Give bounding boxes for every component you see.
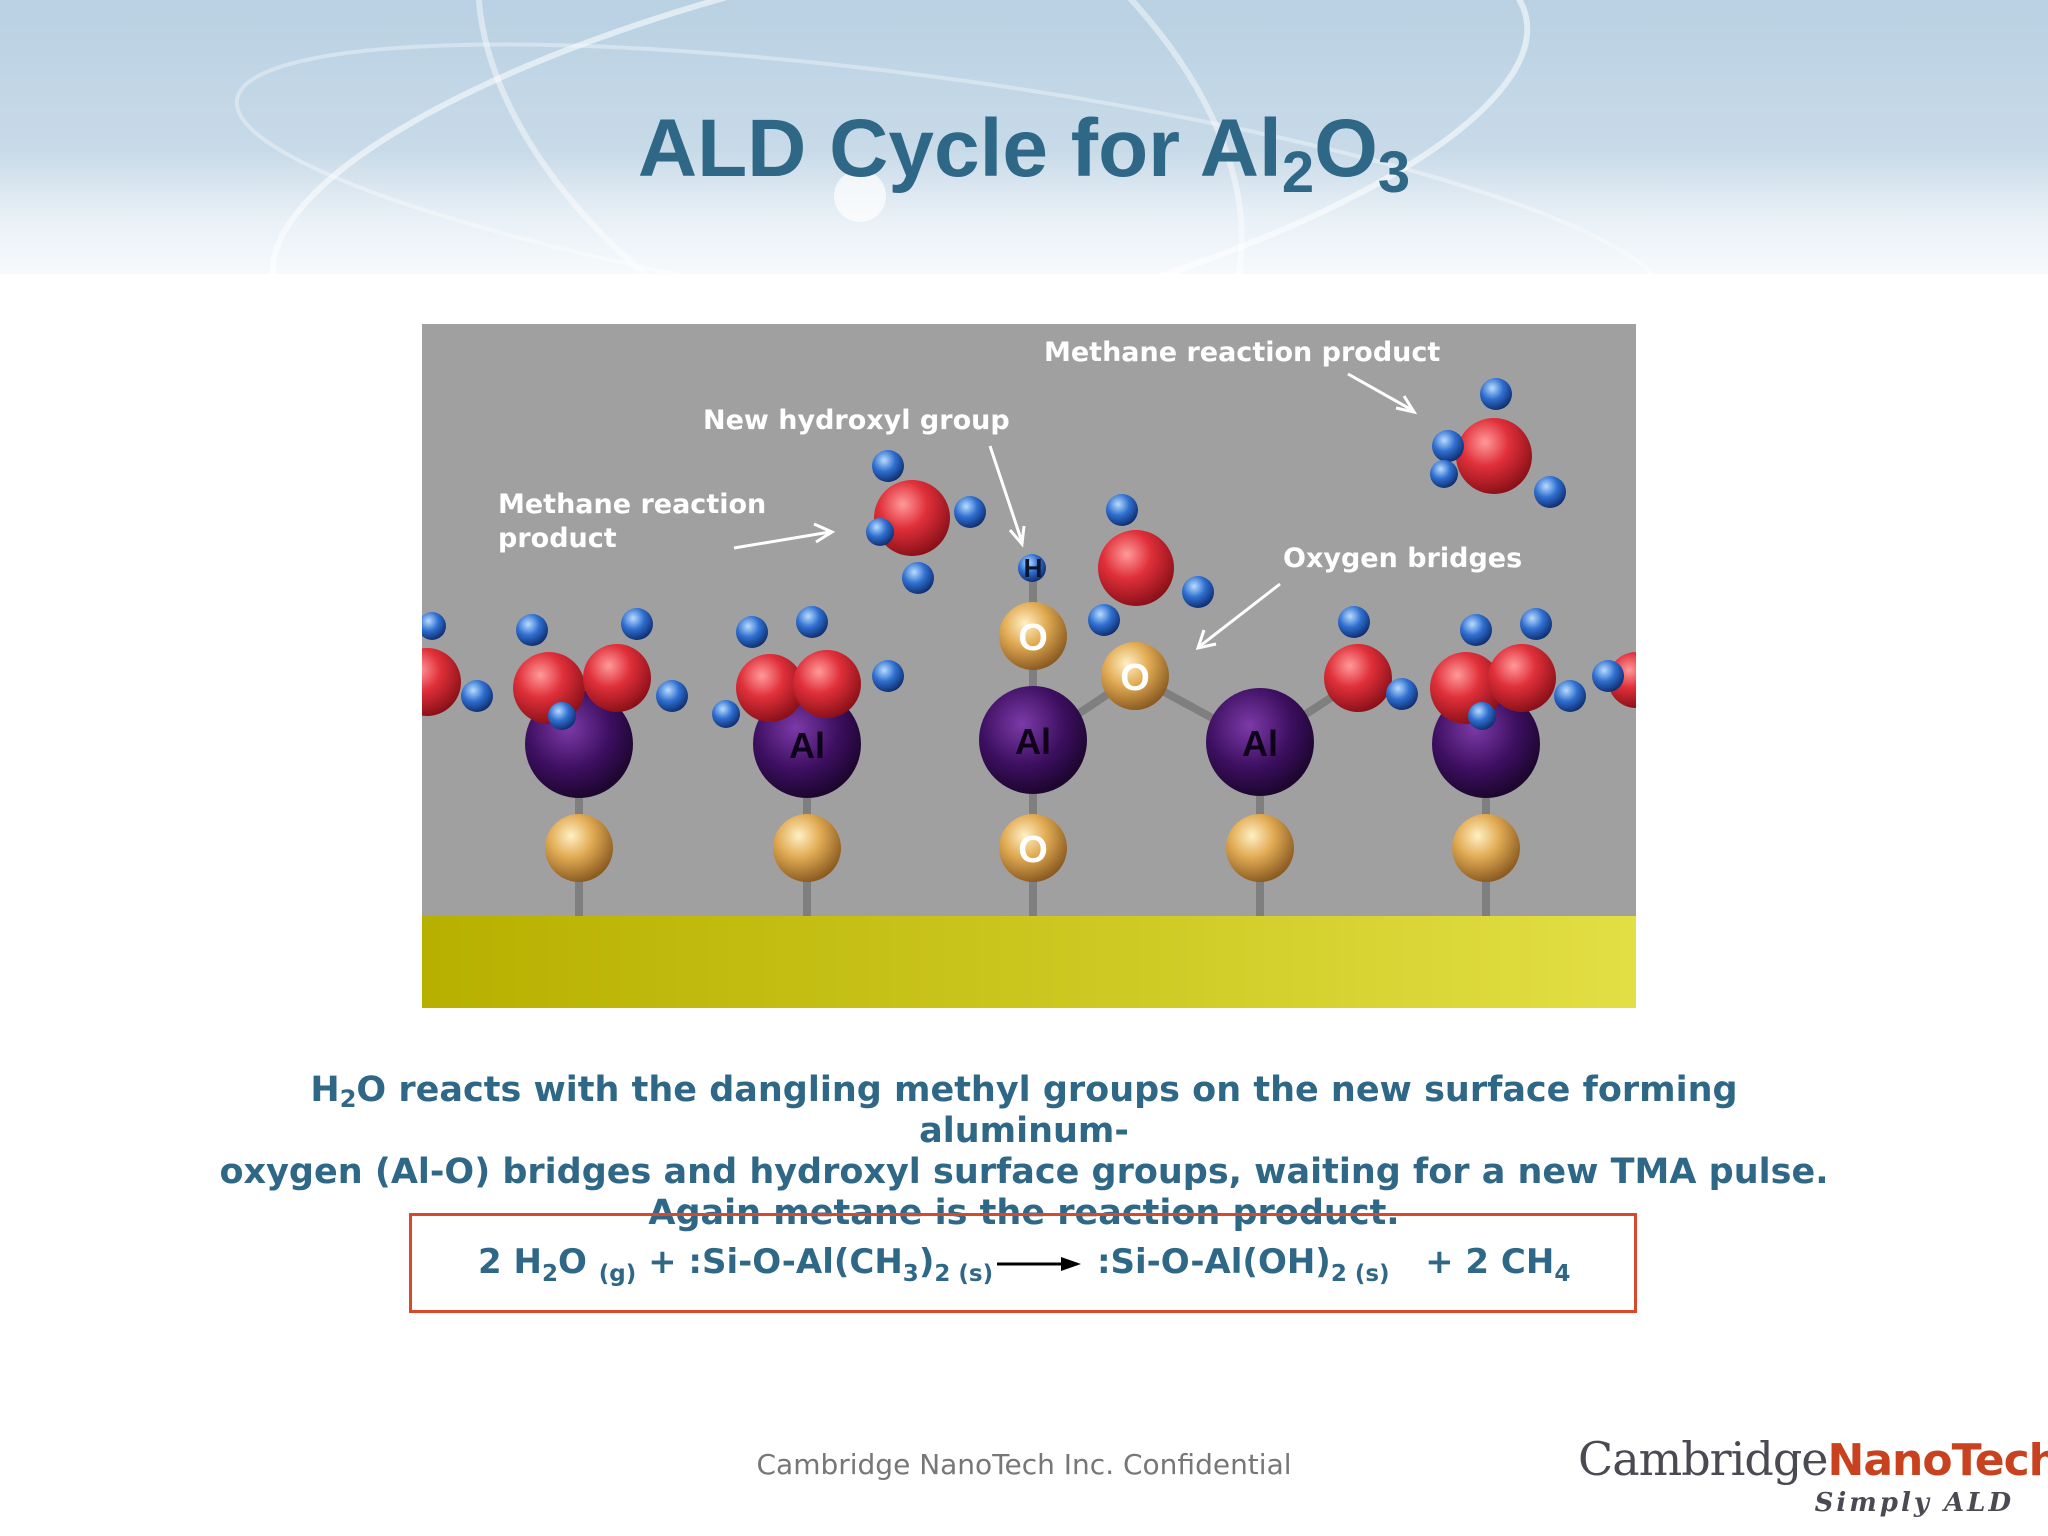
- reaction-arrow-icon: [997, 1256, 1082, 1271]
- oxygen-atoms: [545, 602, 1520, 882]
- hydrogen-atoms: [422, 378, 1624, 730]
- description-line-1: H2O reacts with the dangling methyl grou…: [310, 1070, 1738, 1151]
- reaction-equation-box: 2 H2O (g) + :Si-O-Al(CH3)2 (s) :Si-O-Al(…: [409, 1213, 1637, 1313]
- label-methane-top: Methane reaction product: [1044, 337, 1441, 368]
- atom-label-o-hydroxyl: O: [1018, 617, 1048, 659]
- atom-label-h: H: [1023, 553, 1043, 583]
- label-new-hydroxyl: New hydroxyl group: [703, 405, 1010, 436]
- description-text: H2O reacts with the dangling methyl grou…: [200, 1070, 1848, 1234]
- label-methane-left-line1: Methane reaction: [498, 489, 767, 520]
- label-methane-left-line2: product: [498, 523, 617, 554]
- orbit-decoration: [234, 0, 1666, 274]
- atom-label-al-3: Al: [1242, 723, 1278, 764]
- footer-confidential: Cambridge NanoTech Inc. Confidential: [756, 1448, 1292, 1481]
- ald-molecular-figure: Methane reaction product New hydroxyl gr…: [422, 324, 1636, 1008]
- atom-label-al-2: Al: [1015, 721, 1051, 762]
- atom-label-o-lower: O: [1018, 829, 1048, 871]
- callout-arrows: [733, 372, 1418, 651]
- description-line-2: oxygen (Al-O) bridges and hydroxyl surfa…: [219, 1152, 1829, 1192]
- company-logo: CambridgeNanoTech Simply ALD: [1578, 1436, 2048, 1518]
- logo-tagline: Simply ALD: [1814, 1488, 2014, 1518]
- atom-label-al-1: Al: [789, 725, 825, 766]
- slide-title: ALD Cycle for Al2O3: [637, 103, 1411, 205]
- reaction-equation: 2 H2O (g) + :Si-O-Al(CH3)2 (s) :Si-O-Al(…: [478, 1242, 1571, 1287]
- atom-label-o-bridge: O: [1120, 657, 1150, 699]
- substrate: [422, 916, 1636, 1008]
- molecule-illustration: [422, 372, 1636, 1008]
- label-oxygen-bridges: Oxygen bridges: [1283, 543, 1523, 574]
- header-band: [0, 0, 2048, 274]
- logo-wordmark: CambridgeNanoTech: [1578, 1432, 2048, 1486]
